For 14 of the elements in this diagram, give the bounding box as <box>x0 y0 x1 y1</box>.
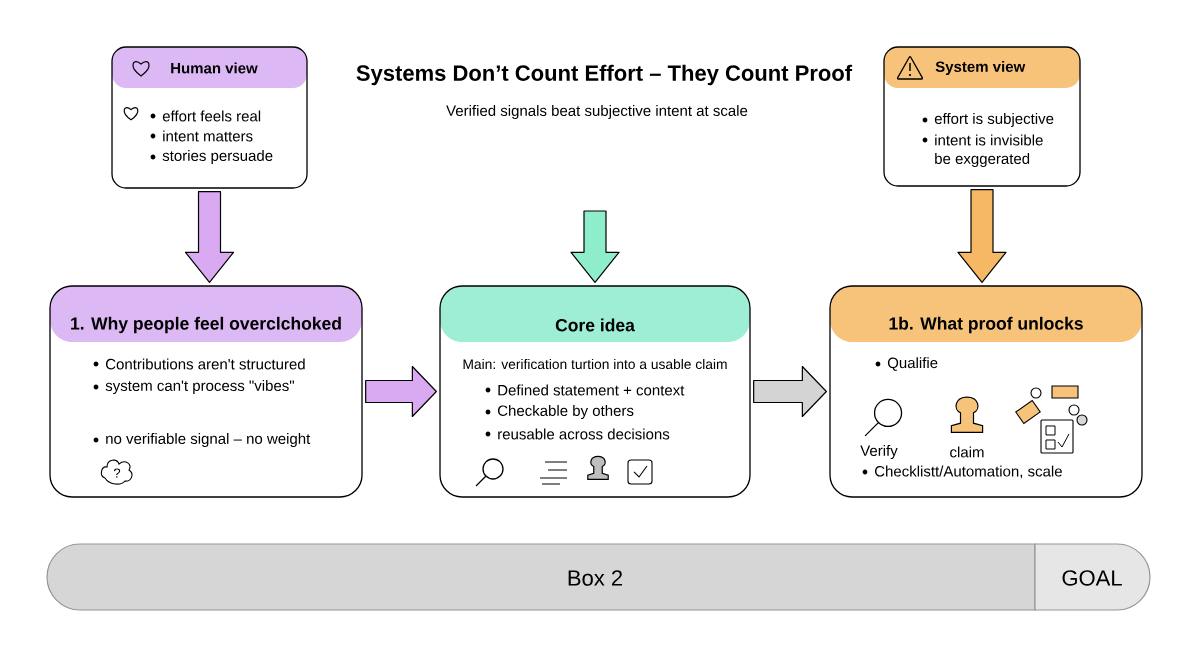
card: System view effort is subjective intent is invisible be exggerated <box>883 46 1081 187</box>
block-arrow <box>365 365 437 418</box>
block-arrow <box>570 210 620 283</box>
title: Systems Don’t Count Effort – They Count Proof <box>356 64 853 86</box>
subtitle: Verified signals beat subjective intent at scale <box>446 105 748 119</box>
card: Human view effort feels real intent matters stories persuade <box>111 46 308 189</box>
progress-bar: GOAL <box>1034 543 1151 611</box>
block-arrow <box>753 365 827 418</box>
block-arrow <box>184 191 235 283</box>
card: Core idea Main: verification turtion into a usable claim Defined statement + context Checkable by others reusable across decisions <box>439 285 751 498</box>
card: 1. Why people feel overclchoked Contributions aren't structured system can't process "vibes" no verifiable signal – no weight ? <box>49 285 363 498</box>
progress-bar: Box 2 <box>46 543 1036 611</box>
block-arrow <box>957 189 1007 283</box>
card: 1b. What proof unlocks Qualifie Verify claim Checklistt/Automation, scale <box>829 285 1143 498</box>
